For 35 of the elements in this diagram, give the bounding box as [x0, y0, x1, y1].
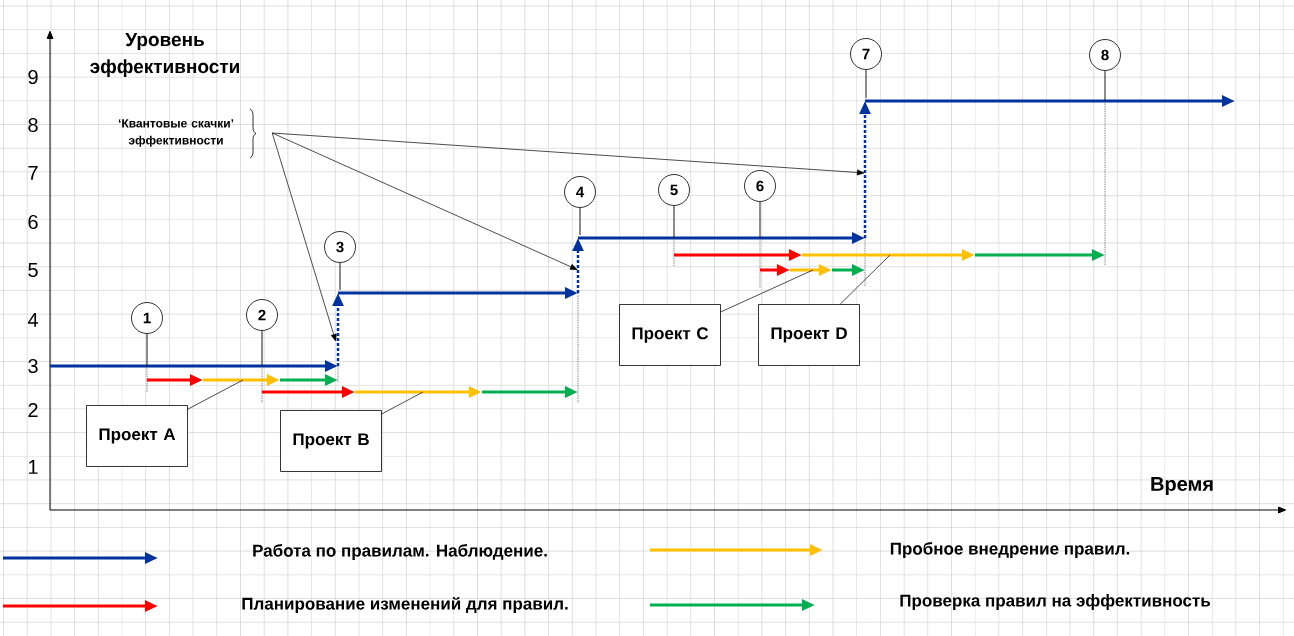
- leader-line: [146, 333, 148, 367]
- arrow: [271, 132, 337, 342]
- legend-text: Проверка правил на эффективность: [900, 594, 1211, 610]
- axis-title: Время: [1151, 477, 1213, 495]
- legend-text: Планирование изменений для правил.: [242, 596, 568, 614]
- tick-label: 7: [28, 166, 38, 180]
- project-box: Проект D: [758, 304, 860, 366]
- annotation-text: ‘Квантовые скачки’ эффективности: [118, 119, 234, 147]
- legend-text: Работа по правилам. Наблюдение.: [253, 544, 547, 560]
- leader-line: [381, 391, 424, 415]
- tick-label: 8: [28, 117, 38, 133]
- leader-line: [339, 262, 341, 291]
- leader-line: [187, 379, 244, 410]
- leader-line: [673, 205, 675, 239]
- tick-label: 3: [28, 358, 38, 374]
- leader-line: [720, 269, 814, 313]
- tick-label: 1: [28, 460, 38, 474]
- arrow: [271, 132, 865, 176]
- tick-label: 9: [28, 69, 38, 85]
- tick-label: 6: [28, 214, 38, 230]
- leader-line: [865, 69, 867, 99]
- leader-line: [579, 207, 581, 236]
- leader-line: [1104, 70, 1106, 102]
- tick-label: 4: [27, 313, 38, 327]
- leader-line: [759, 201, 761, 239]
- legend-text: Пробное внедрение правил.: [890, 542, 1130, 558]
- axis-title: Уровень эффективности: [90, 33, 239, 77]
- arrow: [271, 132, 578, 270]
- project-box: Проект B: [280, 410, 382, 472]
- tick-label: 5: [28, 263, 38, 277]
- project-box: Проект C: [619, 304, 721, 366]
- project-box: Проект A: [86, 405, 188, 467]
- leader-line: [261, 330, 263, 367]
- leader-line: [839, 254, 891, 305]
- tick-label: 2: [28, 403, 38, 417]
